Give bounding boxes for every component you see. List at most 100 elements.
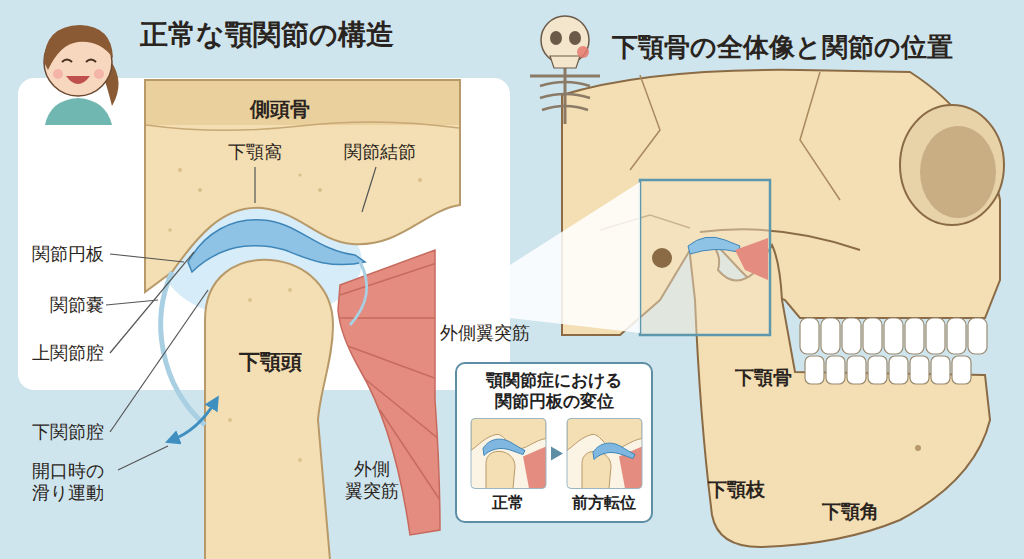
part-label: 下顎角 [822, 500, 879, 523]
mini-joint [483, 439, 525, 455]
mini-joint [567, 419, 642, 489]
joint-illustration [318, 188, 322, 192]
zoom-frame-fill [640, 180, 770, 335]
skull-illustration [931, 356, 950, 384]
joint-illustration [228, 418, 232, 422]
skull-illustration [884, 318, 903, 354]
person-icon [45, 98, 112, 125]
ear-canal [652, 248, 672, 268]
muscle-fibres [345, 345, 440, 380]
muscle-fibres [340, 262, 440, 295]
joint-illustration [178, 168, 182, 172]
leader-lines [110, 254, 184, 262]
mini-joint [567, 419, 642, 489]
skull-illustration [947, 318, 966, 354]
skeleton-icon [569, 31, 581, 45]
skull-illustration [905, 318, 924, 354]
part-label: 関節結節 [344, 141, 416, 163]
mini-joint [471, 419, 546, 489]
panel-heading: 下顎骨の全体像と関節の位置 [612, 32, 953, 63]
lateral-pterygoid [338, 250, 440, 535]
part-label: 関節嚢 [50, 294, 104, 316]
skull-illustration [800, 318, 987, 384]
leader-lines [254, 167, 255, 203]
mini-joint [471, 419, 546, 489]
part-label: 下顎枝 [708, 478, 765, 501]
part-label: 下関節腔 [32, 421, 104, 443]
skull-illustration [952, 356, 971, 384]
person-icon [66, 76, 90, 84]
panel-heading: 正常な顎関節の構造 [140, 18, 394, 52]
condyle [205, 260, 333, 559]
mini-joint [471, 419, 546, 489]
part-label: 側頭骨 [250, 97, 310, 121]
person-icon [44, 25, 119, 125]
skull-illustration [800, 318, 819, 354]
skull-illustration [826, 356, 845, 384]
mini-joint [567, 419, 642, 489]
glide-arrow [172, 402, 215, 440]
joint-illustration [168, 228, 172, 232]
skeleton-icon [530, 16, 600, 124]
skull-illustration [889, 356, 908, 384]
joint-illustration [298, 458, 302, 462]
skull-illustration [968, 318, 987, 354]
disc-small [688, 237, 740, 254]
motion-label: 開口時の 滑り運動 [32, 460, 115, 503]
muscle-small [735, 238, 768, 280]
muscle-fibres [360, 375, 440, 440]
joint-illustration [146, 122, 459, 130]
person-icon [53, 69, 63, 79]
joint-illustration [298, 173, 301, 176]
joint-illustration [198, 188, 202, 192]
part-label: 下顎窩 [228, 141, 282, 163]
skull-illustration [847, 356, 866, 384]
leader-lines [118, 446, 168, 470]
capsule [350, 262, 367, 325]
info-box: 顎関節症における 関節円板の変位正常前方転位 [455, 362, 653, 523]
joint-illustration [288, 288, 292, 292]
person-icon [62, 60, 96, 63]
skull-illustration [926, 318, 945, 354]
case-label: 前方転位 [572, 493, 636, 513]
skull-illustration [842, 318, 861, 354]
part-label: 下顎頭 [239, 350, 302, 375]
mini-joint [567, 419, 642, 489]
articular-disc [188, 220, 365, 272]
skull-illustration [920, 126, 996, 218]
skull-illustration [900, 105, 1004, 225]
person-icon [94, 69, 104, 79]
mini-joint [523, 447, 546, 489]
joint-illustration [106, 80, 460, 559]
skull-illustration [863, 318, 882, 354]
skull-illustration [630, 75, 660, 170]
mini-joint [593, 443, 635, 459]
part-label: 上関節腔 [32, 342, 104, 364]
part-label: 下顎骨 [735, 366, 792, 389]
skull-illustration [910, 356, 929, 384]
part-label: 外側 翼突筋 [344, 458, 400, 501]
skeleton-icon [540, 82, 590, 110]
skeleton-icon [577, 46, 589, 58]
temporal-band [146, 81, 459, 125]
skeleton-icon [550, 31, 562, 45]
skull-illustration [915, 445, 921, 451]
skeleton-icon [550, 56, 580, 68]
leader-lines [362, 167, 376, 212]
part-label: 関節円板 [32, 243, 104, 265]
leader-lines [106, 167, 376, 470]
zoom-wedge [510, 182, 640, 333]
joint-illustration [418, 178, 422, 182]
skull-illustration [800, 72, 840, 200]
mini-joint [471, 419, 546, 489]
case-label: 正常 [492, 493, 524, 513]
leader-lines [110, 252, 194, 353]
arrow-mark [551, 447, 563, 461]
skull-illustration [821, 318, 840, 354]
joint-illustration [248, 298, 252, 302]
skull-illustration [805, 356, 824, 384]
joint-illustration [228, 288, 302, 462]
joint-illustration [168, 168, 422, 232]
part-label: 外側翼突筋 [440, 322, 530, 344]
